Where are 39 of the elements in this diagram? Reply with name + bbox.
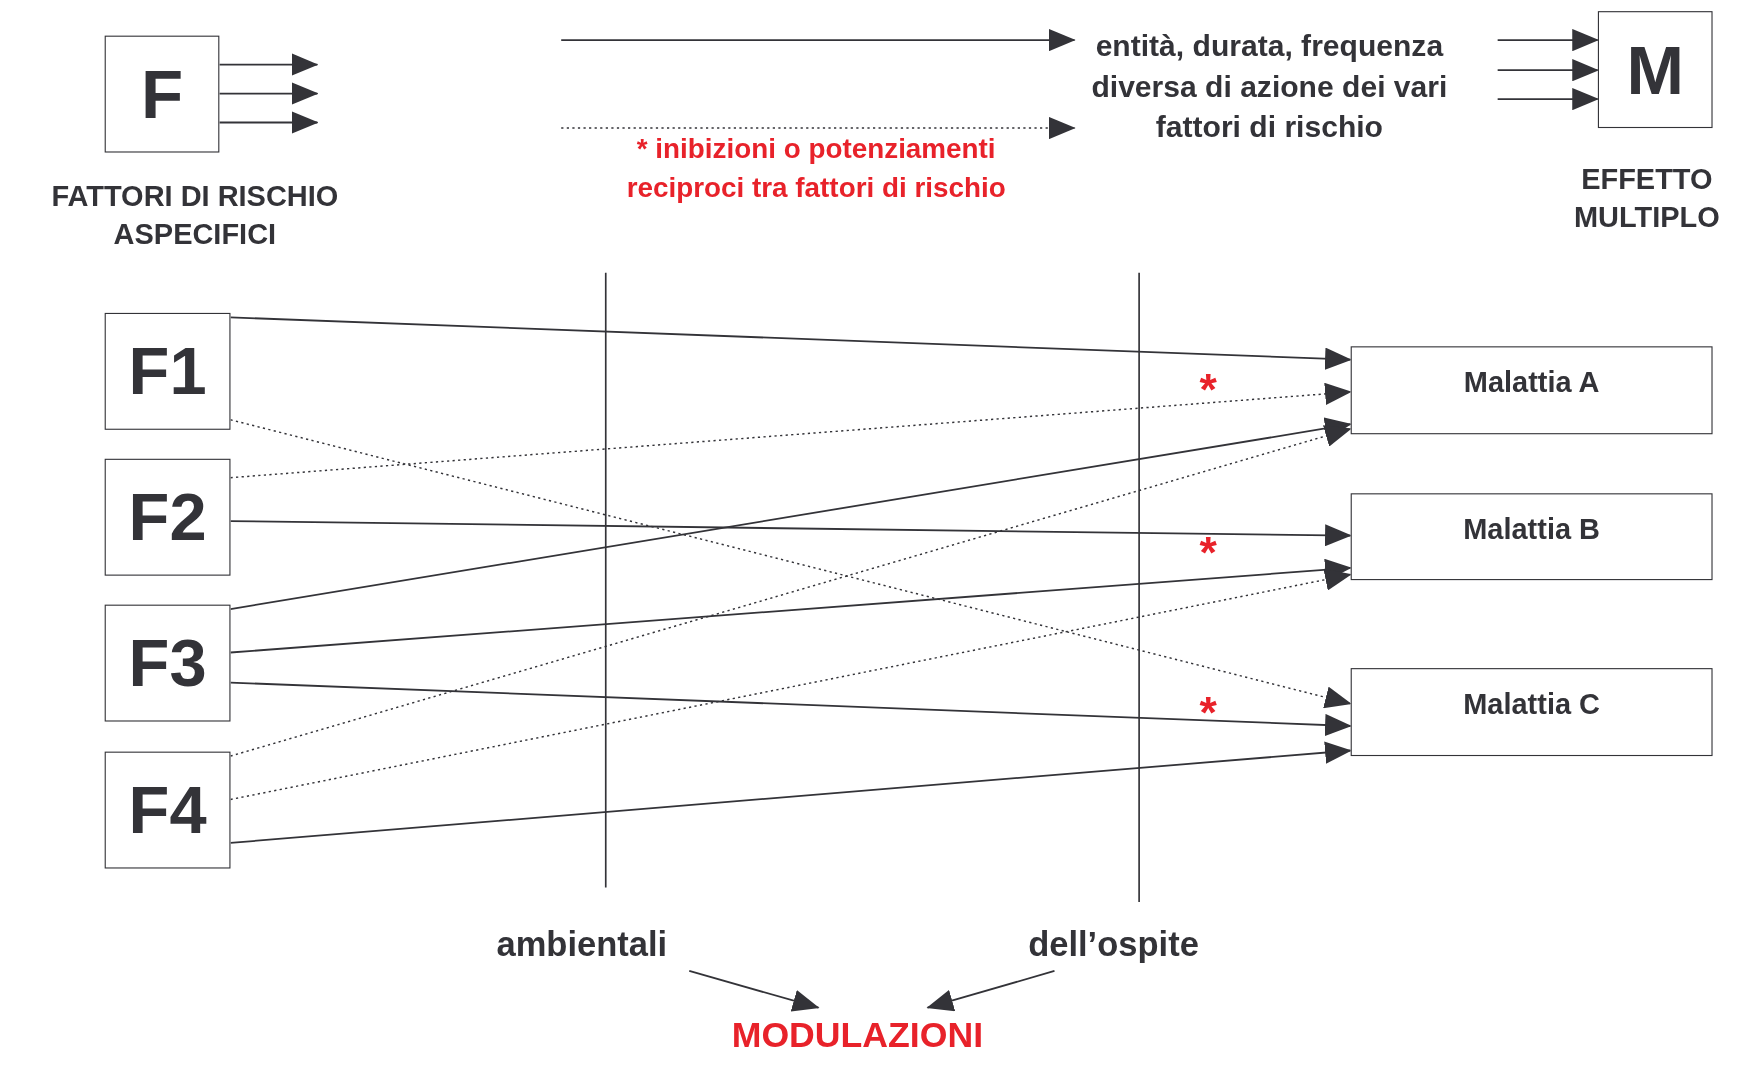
note-text: * inibizioni o potenziamenti reciproci tra fattori di rischio — [625, 131, 1007, 205]
arrow — [1496, 87, 1599, 111]
factor-box: M — [1597, 11, 1713, 129]
arrow — [229, 417, 1352, 610]
heading-text: MODULAZIONI — [731, 1013, 984, 1057]
arrow — [560, 116, 1076, 140]
factor-box: F4 — [104, 751, 231, 869]
arrow — [218, 82, 319, 105]
asterisk-mark: * — [1198, 530, 1218, 575]
factor-box: F1 — [104, 312, 231, 430]
asterisk-mark: * — [1198, 367, 1218, 412]
asterisk-mark: * — [1198, 690, 1218, 735]
text-label: dell’ospite — [1028, 924, 1199, 967]
arrow — [229, 558, 1352, 654]
text-label: ambientali — [496, 924, 668, 967]
text-label: entità, durata, frequenza diversa di azione dei vari fattori di rischio — [1090, 28, 1449, 146]
disease-box: Malattia C — [1350, 668, 1713, 757]
arrow — [1496, 28, 1599, 52]
arrow — [1496, 59, 1599, 82]
node-label: EFFETTO MULTIPLO — [1572, 161, 1721, 236]
arrow — [926, 970, 1056, 1012]
arrow — [229, 741, 1352, 844]
node-label: FATTORI DI RISCHIO ASPECIFICI — [50, 178, 340, 253]
arrow — [229, 382, 1352, 479]
arrow — [229, 316, 1352, 370]
arrow — [218, 111, 319, 134]
disease-box: Malattia A — [1350, 346, 1713, 435]
arrow — [229, 568, 1352, 801]
arrow — [560, 28, 1076, 52]
factor-box: F2 — [104, 458, 231, 576]
factor-box: F — [104, 35, 220, 153]
arrow — [229, 419, 1352, 709]
arrow — [229, 520, 1352, 547]
arrow — [218, 53, 319, 76]
arrow — [688, 970, 820, 1012]
arrow — [229, 425, 1352, 757]
disease-box: Malattia B — [1350, 493, 1713, 581]
arrow — [229, 681, 1352, 737]
factor-box: F3 — [104, 604, 231, 722]
